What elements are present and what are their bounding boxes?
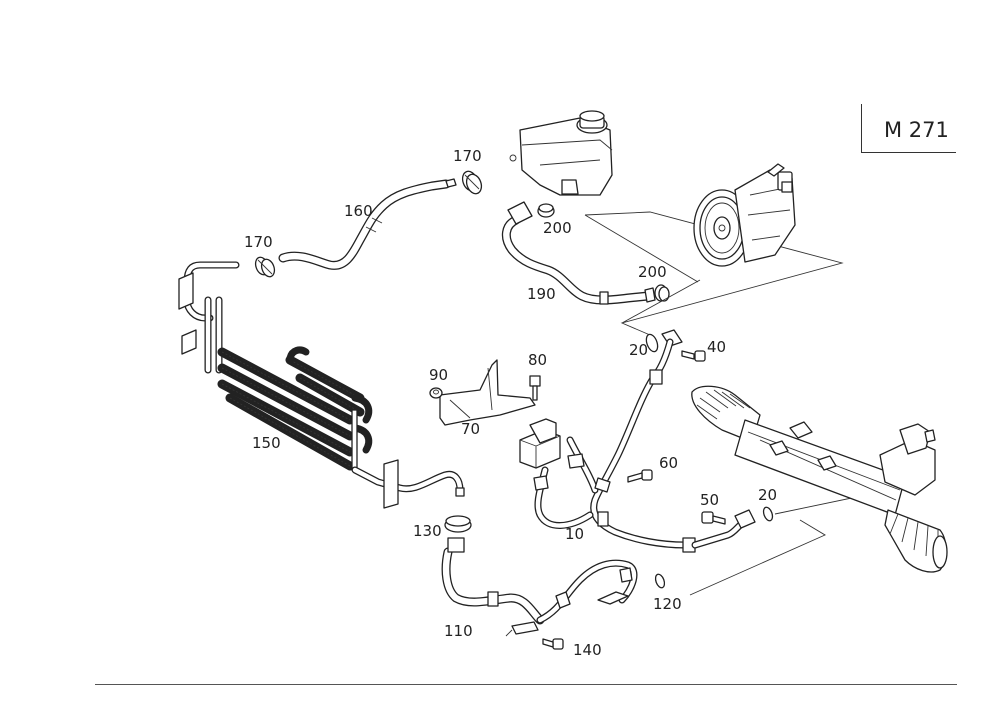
callout-80: 80 bbox=[528, 351, 548, 369]
pressure-line-10 bbox=[519, 329, 756, 553]
callout-10: 10 bbox=[565, 525, 585, 543]
o-ring-20-lower bbox=[762, 506, 774, 522]
callout-150: 150 bbox=[252, 434, 281, 452]
callout-200-lower: 200 bbox=[638, 263, 667, 281]
steering-gear bbox=[691, 385, 948, 573]
callout-110: 110 bbox=[444, 622, 473, 640]
bottom-rule bbox=[95, 684, 957, 685]
callout-200-upper: 200 bbox=[543, 219, 572, 237]
callout-70: 70 bbox=[461, 420, 481, 438]
nut-90 bbox=[429, 387, 443, 399]
bolt-60 bbox=[627, 469, 653, 483]
steering-pump bbox=[693, 163, 796, 267]
o-ring-20-upper bbox=[645, 333, 659, 353]
engine-code-box: M 271 bbox=[861, 104, 956, 153]
bracket-70 bbox=[439, 359, 536, 426]
callout-170-lower: 170 bbox=[244, 233, 273, 251]
callout-40: 40 bbox=[707, 338, 727, 356]
clamp-170-upper bbox=[461, 170, 483, 195]
bolt-40 bbox=[681, 350, 706, 362]
callout-170-upper: 170 bbox=[453, 147, 482, 165]
engine-code-label: M 271 bbox=[884, 118, 949, 142]
callout-20-upper: 20 bbox=[629, 341, 649, 359]
bolt-50 bbox=[701, 511, 726, 525]
clamp-200-upper bbox=[537, 203, 555, 218]
hose-190 bbox=[501, 201, 656, 305]
bolt-80 bbox=[529, 375, 541, 401]
clamp-200-lower bbox=[654, 284, 670, 302]
callout-160: 160 bbox=[344, 202, 373, 220]
callout-190: 190 bbox=[527, 285, 556, 303]
callout-60: 60 bbox=[659, 454, 679, 472]
callout-20-lower: 20 bbox=[758, 486, 778, 504]
oil-cooler-150 bbox=[178, 261, 465, 509]
callout-120: 120 bbox=[653, 595, 682, 613]
hose-160 bbox=[278, 178, 457, 270]
fluid-reservoir bbox=[509, 110, 613, 196]
bolt-140 bbox=[542, 638, 564, 650]
hose-110 bbox=[441, 547, 638, 637]
o-ring-120 bbox=[654, 573, 666, 589]
callout-90: 90 bbox=[429, 366, 449, 384]
callout-140: 140 bbox=[573, 641, 602, 659]
callout-50: 50 bbox=[700, 491, 720, 509]
clamp-130 bbox=[444, 515, 472, 553]
callout-130: 130 bbox=[413, 522, 442, 540]
clamp-170-lower bbox=[254, 256, 276, 278]
